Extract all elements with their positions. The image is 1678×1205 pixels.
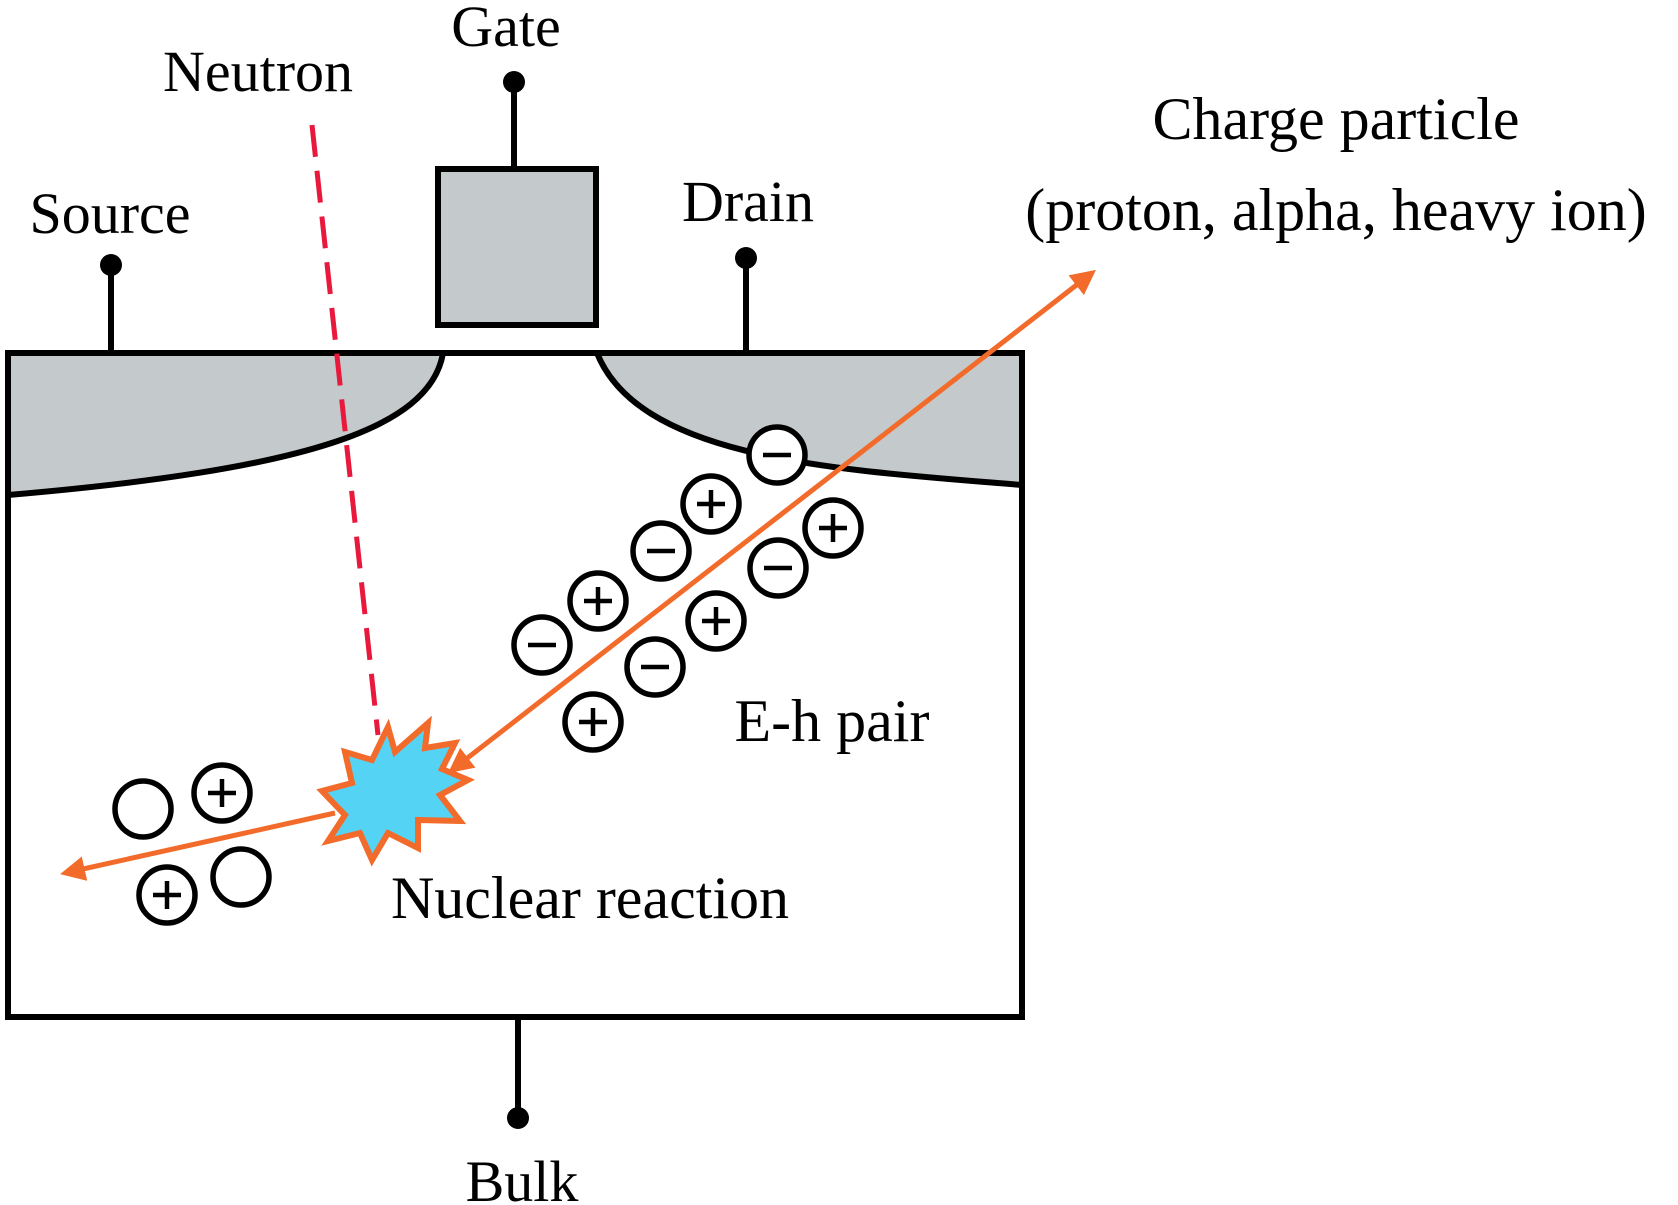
bulk-label: Bulk xyxy=(466,1149,579,1205)
eh-pair-label: E-h pair xyxy=(735,688,930,754)
charge-particle-title: Charge particle xyxy=(1152,86,1519,152)
gate-label: Gate xyxy=(451,0,561,59)
drain-label: Drain xyxy=(682,169,814,234)
charge-plus-icon xyxy=(191,762,253,824)
source-junction-boundary xyxy=(7,352,446,498)
reaction-fragment-track xyxy=(60,810,336,881)
charge-plus-icon xyxy=(567,570,629,632)
charge-plus-icon xyxy=(680,473,742,535)
neutron-path xyxy=(309,124,381,736)
bulk-terminal xyxy=(507,1017,529,1129)
charge-minus-icon xyxy=(630,520,692,582)
gate-electrode xyxy=(435,166,599,328)
drain-terminal xyxy=(735,247,757,353)
charge-minus-icon xyxy=(746,424,808,486)
charge-empty-icon xyxy=(112,778,174,840)
nuclear-reaction-label: Nuclear reaction xyxy=(391,865,789,931)
charge-plus-icon xyxy=(685,590,747,652)
source-label: Source xyxy=(29,181,190,246)
charge-plus-icon xyxy=(562,691,624,753)
neutron-label: Neutron xyxy=(163,39,353,104)
source-terminal xyxy=(100,254,122,353)
charge-minus-icon xyxy=(624,636,686,698)
charge-empty-icon xyxy=(210,846,272,908)
charged-particle-track xyxy=(448,269,1096,774)
reaction-fragment-charges xyxy=(112,762,272,926)
charge-plus-icon xyxy=(802,497,864,559)
charge-minus-icon xyxy=(511,614,573,676)
charge-minus-icon xyxy=(747,537,809,599)
eh-pair-charges xyxy=(511,424,864,753)
source-doped-region xyxy=(8,353,443,495)
gate-terminal xyxy=(503,71,525,169)
charge-particle-types: (proton, alpha, heavy ion) xyxy=(1025,177,1646,243)
nuclear-reaction-burst-icon xyxy=(316,715,475,867)
charge-plus-icon xyxy=(136,864,198,926)
